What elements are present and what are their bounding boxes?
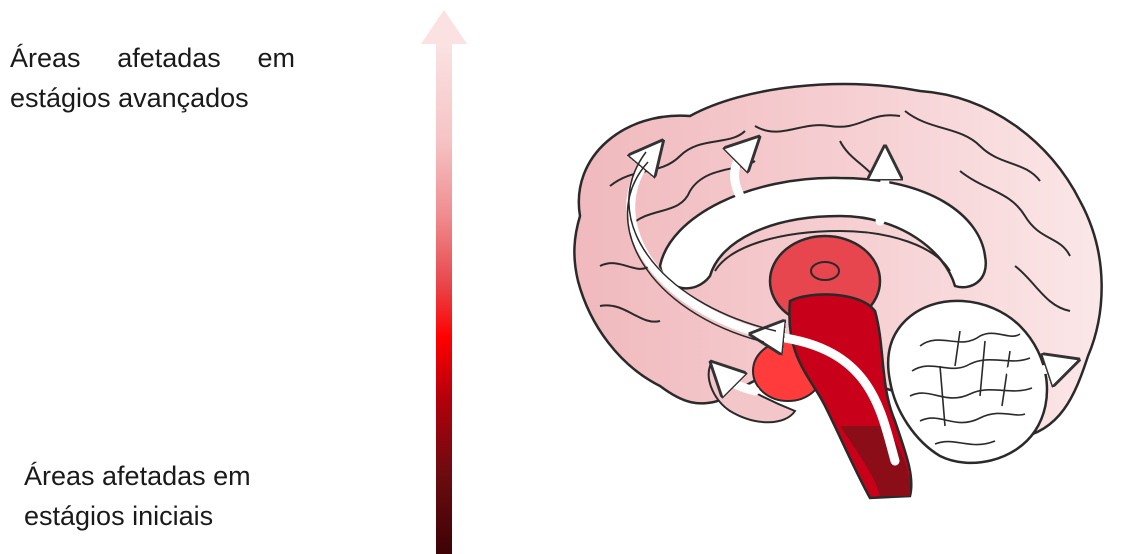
arrow-head xyxy=(421,10,467,44)
spread-arrow-3 xyxy=(880,166,885,221)
early-stage-label: Áreas afetadas em estágios iniciais xyxy=(24,456,309,536)
spread-arrow-6 xyxy=(1010,366,1060,371)
advanced-stage-label: Áreas afetadas em estágios avançados xyxy=(10,38,295,118)
severity-gradient-arrow-icon xyxy=(418,10,480,554)
brain-sagittal-illustration-icon xyxy=(540,66,1115,536)
gradient-shaft xyxy=(436,38,452,554)
